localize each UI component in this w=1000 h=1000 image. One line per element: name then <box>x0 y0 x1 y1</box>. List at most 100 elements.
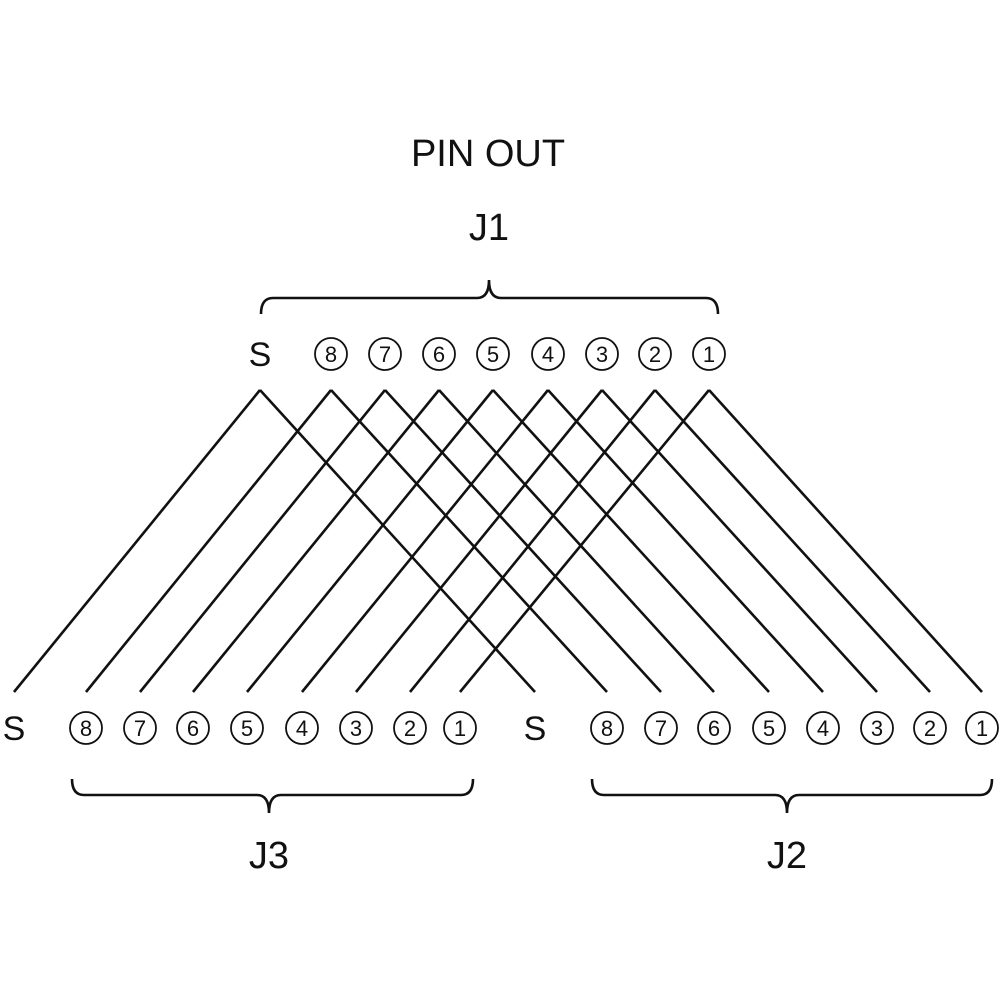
pin-circle-icon <box>368 337 402 371</box>
pin-circle-icon <box>230 711 264 745</box>
wire-j1-7-to-j2 <box>384 389 662 693</box>
wire-j1-8-to-j2 <box>330 389 608 693</box>
wires <box>12 389 983 693</box>
j2-pin-7: 7 <box>644 711 678 745</box>
j1-label: J1 <box>469 207 509 249</box>
pin-circle-icon <box>476 337 510 371</box>
pin-circle-icon <box>531 337 565 371</box>
pin-circle-icon <box>638 337 672 371</box>
j1-pin-8: 8 <box>314 337 348 371</box>
j1-pin-s-label: S <box>249 336 272 374</box>
wire-j1-s-to-j2 <box>259 389 536 693</box>
pin-number: 5 <box>241 716 253 741</box>
j1-pin-7: 7 <box>368 337 402 371</box>
j3-pin-5: 5 <box>230 711 264 745</box>
pin-circle-icon <box>692 337 726 371</box>
diagram-title: PIN OUT <box>411 133 565 175</box>
wire-j1-1-to-j2 <box>708 389 983 693</box>
wire-j1-2-to-j2 <box>654 389 931 693</box>
pin-number: 1 <box>703 342 715 367</box>
j1-pin-6: 6 <box>422 337 456 371</box>
pin-number: 7 <box>379 342 391 367</box>
pin-circle-icon <box>860 711 894 745</box>
pin-circle-icon <box>644 711 678 745</box>
pin-number: 6 <box>708 716 720 741</box>
j2-pin-s-label: S <box>524 710 547 748</box>
pin-number: 1 <box>454 716 466 741</box>
pin-number: 4 <box>542 342 554 367</box>
j2-pin-1: 1 <box>965 711 999 745</box>
wire-j1-3-to-j3 <box>354 389 604 693</box>
pin-number: 3 <box>350 716 362 741</box>
wire-j1-7-to-j3 <box>138 389 387 693</box>
pin-number: 8 <box>325 342 337 367</box>
j3-pin-3: 3 <box>339 711 373 745</box>
connector-braces <box>70 279 994 814</box>
pin-number: 5 <box>763 716 775 741</box>
wire-j1-s-to-j3 <box>12 389 262 693</box>
pin-number: 6 <box>433 342 445 367</box>
pin-circle-icon <box>393 711 427 745</box>
pin-circle-icon <box>422 337 456 371</box>
j3-pin-1: 1 <box>443 711 477 745</box>
j2-pin-2: 2 <box>913 711 947 745</box>
j3-pin-7: 7 <box>123 711 157 745</box>
pin-number: 8 <box>80 716 92 741</box>
pin-number: 2 <box>649 342 661 367</box>
pin-number: 5 <box>487 342 499 367</box>
pin-number: 6 <box>187 716 199 741</box>
pin-circle-icon <box>314 337 348 371</box>
pin-circle-icon <box>585 337 619 371</box>
pin-circle-icon <box>285 711 319 745</box>
pin-number: 4 <box>296 716 308 741</box>
pin-number: 2 <box>404 716 416 741</box>
wire-j1-8-to-j3 <box>84 389 333 693</box>
pin-number: 4 <box>817 716 829 741</box>
j2-label: J2 <box>767 835 807 877</box>
j1-brace <box>259 279 720 315</box>
pin-number: 7 <box>134 716 146 741</box>
pin-circle-icon <box>752 711 786 745</box>
wire-j1-3-to-j2 <box>601 389 878 693</box>
wire-j1-6-to-j3 <box>191 389 441 693</box>
j1-pin-2: 2 <box>638 337 672 371</box>
j2-pin-6: 6 <box>697 711 731 745</box>
j3-pin-6: 6 <box>176 711 210 745</box>
pin-circle-icon <box>913 711 947 745</box>
pin-circle-icon <box>176 711 210 745</box>
j3-pin-2: 2 <box>393 711 427 745</box>
pin-number: 3 <box>871 716 883 741</box>
j1-pin-5: 5 <box>476 337 510 371</box>
j1-pin-4: 4 <box>531 337 565 371</box>
pin-circle-icon <box>806 711 840 745</box>
wire-j1-4-to-j2 <box>547 389 824 693</box>
wire-j1-5-to-j3 <box>245 389 495 693</box>
j1-pin-1: 1 <box>692 337 726 371</box>
pin-circle-icon <box>339 711 373 745</box>
wire-j1-5-to-j2 <box>492 389 770 693</box>
wire-j1-4-to-j3 <box>300 389 550 693</box>
pin-number: 1 <box>976 716 988 741</box>
j2-brace <box>590 778 994 814</box>
wire-j1-6-to-j2 <box>438 389 715 693</box>
pin-circle-icon <box>443 711 477 745</box>
j3-label: J3 <box>249 835 289 877</box>
pin-number: 7 <box>655 716 667 741</box>
j2-pin-3: 3 <box>860 711 894 745</box>
j3-brace <box>70 778 475 814</box>
pin-circle-icon <box>965 711 999 745</box>
pin-number: 3 <box>596 342 608 367</box>
j1-pin-3: 3 <box>585 337 619 371</box>
j3-pin-s-label: S <box>3 710 26 748</box>
j2-pin-4: 4 <box>806 711 840 745</box>
j3-pin-8: 8 <box>69 711 103 745</box>
j3-pin-4: 4 <box>285 711 319 745</box>
pin-circle-icon <box>697 711 731 745</box>
wire-j1-2-to-j3 <box>408 389 657 693</box>
wire-j1-1-to-j3 <box>458 389 711 693</box>
pin-circle-icon <box>123 711 157 745</box>
pin-circle-icon <box>590 711 624 745</box>
